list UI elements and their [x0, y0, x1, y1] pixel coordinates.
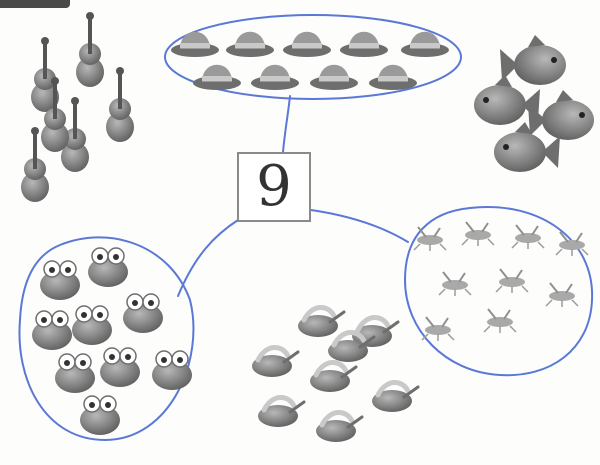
frogs-items — [32, 247, 192, 435]
hats-group — [164, 14, 462, 100]
hat-figure — [193, 64, 241, 90]
frog-figure — [40, 260, 80, 300]
fish-group — [474, 35, 594, 172]
insect-figure — [421, 316, 455, 341]
insect-figure — [511, 224, 545, 249]
bird-figure — [298, 305, 346, 337]
frog-figure — [32, 310, 72, 350]
bird-figure — [252, 345, 300, 377]
hat-figure — [226, 31, 274, 57]
hat-figure — [251, 64, 299, 90]
insect-figure — [555, 231, 589, 256]
frog-figure — [100, 347, 140, 387]
fish-figure — [494, 122, 560, 172]
violins-group — [21, 12, 134, 202]
bird-figure — [258, 395, 306, 427]
frogs-circle — [18, 236, 195, 442]
frog-figure — [55, 353, 95, 393]
hats-items — [171, 31, 449, 90]
violin-figure — [21, 127, 49, 202]
line-to-insects — [310, 209, 409, 243]
insect-figure — [545, 282, 579, 307]
fish-figure — [500, 35, 566, 85]
bird-figure — [372, 380, 420, 412]
header-tab — [0, 0, 70, 8]
fish-figure — [528, 90, 594, 140]
violin-figure — [61, 97, 89, 172]
hat-figure — [369, 64, 417, 90]
insect-figure — [495, 268, 529, 293]
hat-figure — [283, 31, 331, 57]
bird-figure — [310, 360, 358, 392]
insect-figure — [461, 221, 495, 246]
hats-circle — [164, 14, 462, 100]
line-to-hats — [282, 95, 291, 153]
hat-figure — [401, 31, 449, 57]
frog-figure — [80, 395, 120, 435]
insect-figure — [483, 308, 517, 333]
frog-figure — [72, 305, 112, 345]
hat-figure — [171, 31, 219, 57]
frog-figure — [123, 293, 163, 333]
violin-figure — [76, 12, 104, 87]
line-to-frogs — [177, 219, 239, 297]
frog-figure — [152, 350, 192, 390]
frog-figure — [88, 247, 128, 287]
bird-figure — [316, 410, 364, 442]
violin-figure — [31, 37, 59, 112]
count-number-box: 9 — [237, 152, 311, 222]
birds-group — [252, 305, 420, 442]
insects-group — [403, 206, 594, 377]
insect-figure — [438, 271, 472, 296]
frogs-group — [18, 236, 195, 442]
bird-figure — [328, 330, 376, 362]
insects-items — [413, 221, 589, 341]
insect-figure — [413, 226, 447, 251]
violin-figure — [41, 77, 69, 152]
hat-figure — [340, 31, 388, 57]
insects-circle — [403, 206, 594, 377]
hat-figure — [310, 64, 358, 90]
violin-figure — [106, 67, 134, 142]
